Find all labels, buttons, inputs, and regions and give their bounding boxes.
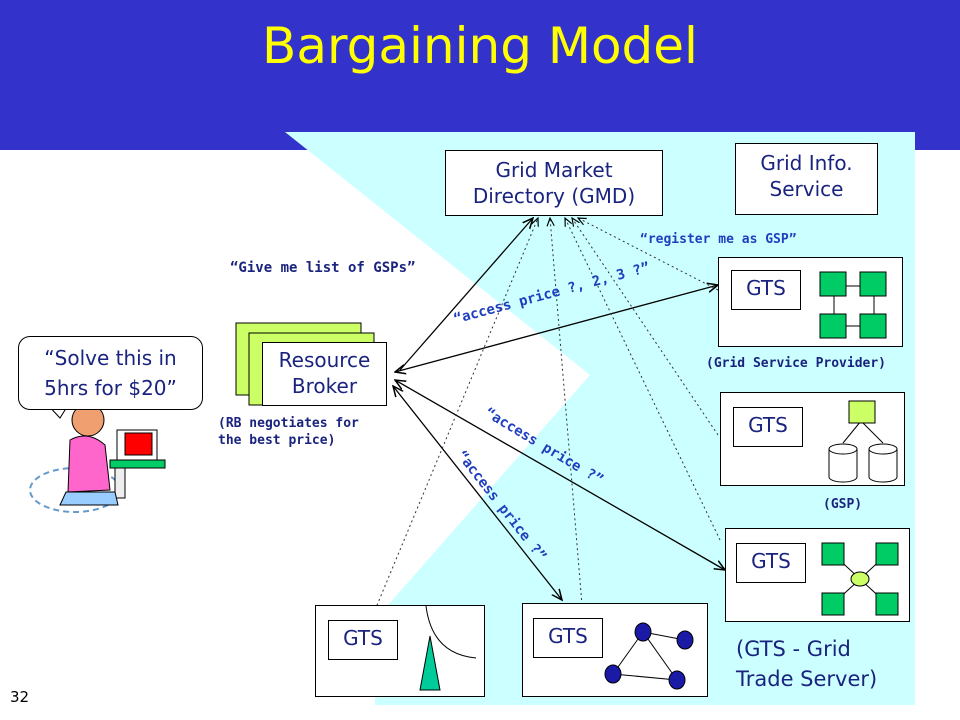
triangle-network-icon [604, 622, 694, 690]
star-network-icon [821, 542, 899, 616]
slide-number: 32 [10, 688, 30, 706]
label-gsp-full: (Grid Service Provider) [706, 356, 887, 371]
gts-label: GTS [328, 620, 398, 660]
gmd-line-2: Directory (GMD) [472, 184, 636, 208]
label-rb-note-2: the best price) [218, 433, 336, 448]
label-register: “register me as GSP” [640, 232, 797, 247]
gts-node-bottom-1: GTS [315, 605, 485, 697]
tree-network-icon [819, 271, 887, 339]
grid-market-directory-node: Grid Market Directory (GMD) [445, 150, 663, 216]
gts-node-bottom-2: GTS [522, 603, 708, 697]
broker-line-2: Broker [291, 374, 358, 398]
label-gsp-short: (GSP) [823, 497, 863, 512]
arrow-broker-gts1 [395, 285, 718, 372]
arrow-broker-gts-bottom [393, 386, 562, 600]
register-line-5 [578, 218, 719, 291]
slide-title: Bargaining Model [262, 17, 698, 75]
database-pair-icon [828, 400, 898, 483]
broker-line-1: Resource [278, 348, 371, 372]
user-at-computer-icon [29, 403, 166, 513]
gmd-line-1: Grid Market [495, 158, 613, 182]
label-rb-note-1: (RB negotiates for [218, 416, 359, 431]
resource-broker-node: Resource Broker [262, 342, 387, 406]
gts-label: GTS [533, 618, 603, 658]
gts-node-right-1: GTS [718, 257, 903, 347]
gis-line-1: Grid Info. [760, 151, 853, 175]
cone-curve-icon [419, 606, 477, 691]
gts-caption-1: (GTS - Grid [736, 637, 851, 661]
register-line-4 [572, 218, 719, 436]
gts-node-right-3: GTS [725, 528, 910, 622]
gts-label: GTS [736, 543, 806, 583]
slide-header [0, 0, 960, 150]
gts-caption-2: Trade Server) [736, 667, 878, 691]
speech-bubble: “Solve this in 5hrs for $20” [18, 336, 203, 410]
gis-line-2: Service [769, 177, 844, 201]
gts-label: GTS [733, 407, 803, 447]
label-give-list: “Give me list of GSPs” [230, 260, 416, 276]
gts-node-right-2: GTS [720, 392, 905, 486]
speech-line-1: “Solve this in [44, 346, 177, 370]
speech-line-2: 5hrs for $20” [44, 376, 177, 400]
register-line-1 [374, 218, 538, 611]
grid-info-service-node: Grid Info. Service [735, 143, 878, 215]
gts-label: GTS [731, 270, 801, 310]
